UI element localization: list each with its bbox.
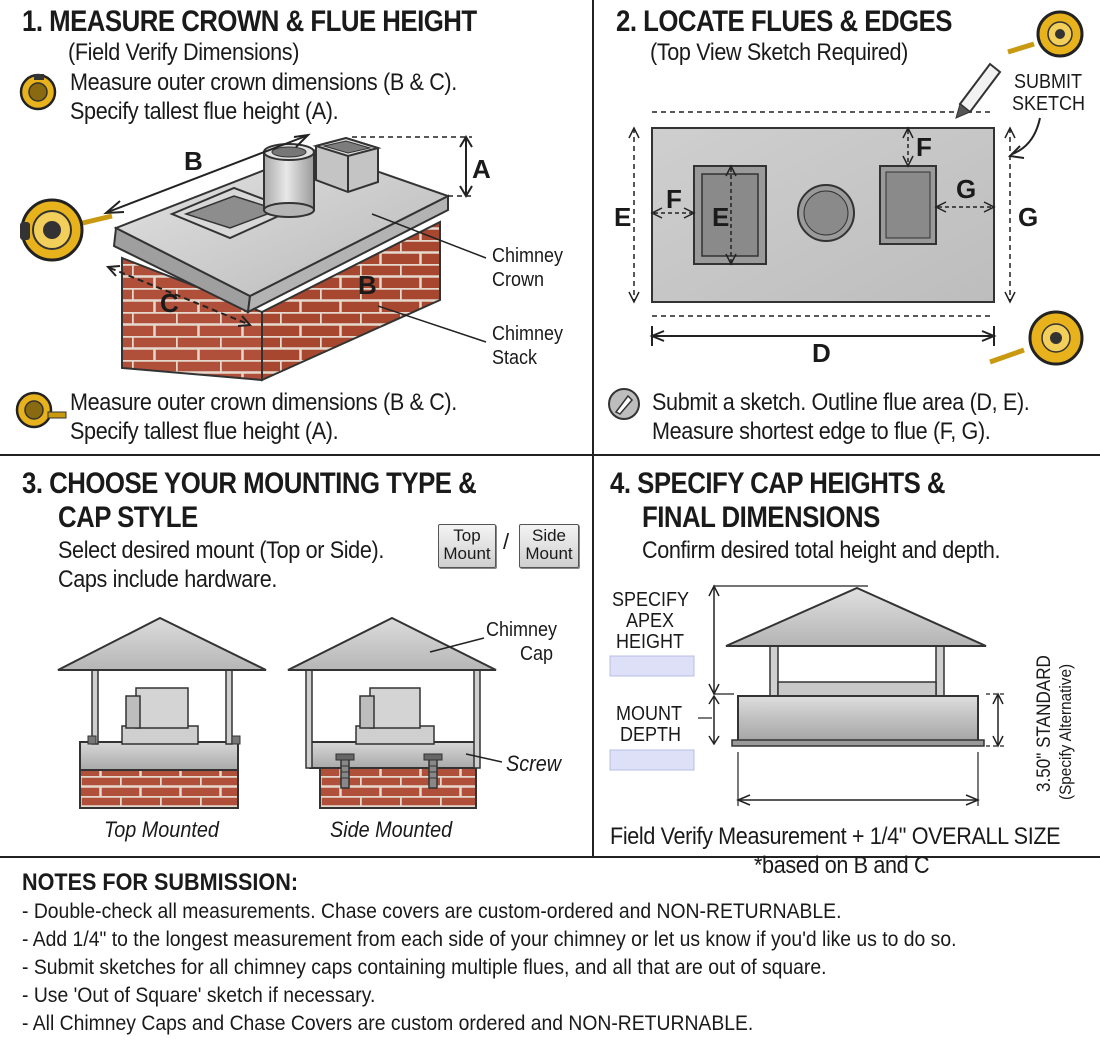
label-f-top: F [916, 132, 932, 162]
instruction-line: Submit a sketch. Outline flue area (D, E… [652, 389, 1030, 416]
standard-depth-label: 3.50" STANDARD [1034, 655, 1055, 792]
label-c: C [160, 288, 179, 318]
screw-icon [335, 753, 355, 789]
submit-label: SUBMIT [1014, 71, 1083, 93]
label-d: D [812, 338, 831, 368]
panel-locate-flues: 2. LOCATE FLUES & EDGES (Top View Sketch… [594, 0, 1100, 456]
notes-section: NOTES FOR SUBMISSION: - Double-check all… [0, 858, 1100, 1044]
apex-label: SPECIFY [612, 589, 690, 611]
chimney-stack [121, 220, 441, 382]
label-a: A [472, 154, 491, 184]
panel-title: CAP STYLE [58, 501, 198, 534]
tape-measure-small-icon [19, 73, 57, 111]
screw-label: Screw [506, 751, 562, 776]
panel-title: 3. CHOOSE YOUR MOUNTING TYPE & [22, 467, 477, 500]
screw-icon [423, 753, 443, 789]
flue-left-top-view [693, 165, 767, 265]
cap-pointer [429, 637, 485, 653]
top-mount-button[interactable]: Top Mount [438, 524, 496, 568]
note-item: - Submit sketches for all chimney caps c… [22, 955, 827, 979]
standard-depth-note: (Specify Alternative) [1056, 663, 1075, 800]
caption-side-mounted: Side Mounted [330, 817, 453, 842]
panel-subtitle: (Field Verify Dimensions) [68, 39, 300, 66]
note-item: - Add 1/4" to the longest measurement fr… [22, 927, 957, 951]
flue-round [263, 143, 315, 218]
tape-measure-small-icon [15, 391, 67, 429]
crown-label: Chimney [492, 245, 564, 267]
caption-top-mounted: Top Mounted [104, 817, 219, 842]
stack-label: Chimney [492, 323, 564, 345]
sketch-icon [608, 388, 640, 420]
panel-title: 1. MEASURE CROWN & FLUE HEIGHT [22, 5, 477, 38]
label-b-side: B [358, 270, 377, 300]
panel-cap-heights: 4. SPECIFY CAP HEIGHTS & FINAL DIMENSION… [594, 456, 1100, 858]
apex-label: APEX [626, 610, 675, 632]
tape-measure-icon [20, 198, 113, 262]
side-mount-button[interactable]: Side Mount [519, 524, 579, 568]
cap-dimension-illustration [609, 584, 1006, 806]
top-mounted-cap [57, 616, 267, 809]
cap-label: Cap [520, 643, 554, 665]
cap-mount-illustrations [57, 616, 503, 809]
instruction-line: Caps include hardware. [58, 566, 278, 593]
submit-arrow [1011, 117, 1041, 155]
flue-right-top-view [879, 165, 937, 245]
panel-mounting-type: 3. CHOOSE YOUR MOUNTING TYPE & CAP STYLE… [0, 456, 594, 858]
tape-measure-icon [1007, 10, 1084, 58]
submit-label: SKETCH [1012, 93, 1086, 115]
cap-label: Chimney [486, 619, 558, 641]
label-e-inner: E [712, 202, 730, 232]
dimension-b-top [103, 133, 311, 215]
stack-pointer [377, 305, 487, 343]
instruction-line: Select desired mount (Top or Side). [58, 537, 384, 564]
overall-size-note: Field Verify Measurement + 1/4" OVERALL … [610, 823, 1061, 850]
screw-pointer [465, 753, 503, 763]
cap-profile [725, 586, 987, 747]
top-view-sketch [608, 10, 1084, 420]
instruction-line: Specify tallest flue height (A). [70, 98, 339, 125]
pencil-icon [955, 62, 1002, 119]
note-item: - All Chimney Caps and Chase Covers are … [22, 1011, 754, 1035]
dimension-a [352, 135, 473, 198]
side-mounted-cap [287, 616, 497, 809]
flue-rectangular-back [312, 136, 382, 194]
instruction-line: Measure outer crown dimensions (B & C). [70, 389, 457, 416]
crown-pointer [371, 213, 487, 259]
instruction-line: Measure shortest edge to flue (F, G). [652, 418, 991, 445]
apex-height-input[interactable] [609, 655, 695, 677]
mount-separator: / [503, 529, 510, 554]
panel-title: FINAL DIMENSIONS [642, 501, 880, 534]
crown-illustration [15, 73, 487, 429]
panel-measure-crown: 1. MEASURE CROWN & FLUE HEIGHT (Field Ve… [0, 0, 594, 456]
label-e-outer: E [614, 202, 632, 232]
instruction-line: Specify tallest flue height (A). [70, 418, 339, 445]
label-f-left: F [666, 184, 682, 214]
note-item: - Use 'Out of Square' sketch if necessar… [22, 983, 376, 1007]
notes-title: NOTES FOR SUBMISSION: [22, 869, 299, 896]
crown-label: Crown [492, 269, 545, 291]
panel-subtitle: (Top View Sketch Required) [650, 39, 908, 66]
label-g-inner: G [956, 174, 977, 204]
mount-depth-label: MOUNT [616, 703, 682, 725]
dimension-c [105, 265, 253, 327]
instruction-line: Measure outer crown dimensions (B & C). [70, 69, 457, 96]
mount-depth-label: DEPTH [620, 724, 682, 746]
stack-label: Stack [492, 347, 538, 369]
note-item: - Double-check all measurements. Chase c… [22, 899, 842, 923]
label-g-outer: G [1018, 202, 1039, 232]
flue-round-top-view [797, 184, 855, 242]
label-b-top: B [184, 146, 203, 176]
panel-title: 2. LOCATE FLUES & EDGES [616, 5, 953, 38]
tape-measure-icon [989, 310, 1084, 366]
instruction-line: Confirm desired total height and depth. [642, 537, 1001, 564]
mount-depth-input[interactable] [609, 749, 695, 771]
panel-title: 4. SPECIFY CAP HEIGHTS & [610, 467, 946, 500]
apex-label: HEIGHT [616, 631, 685, 653]
overall-size-footnote: *based on B and C [754, 852, 930, 879]
